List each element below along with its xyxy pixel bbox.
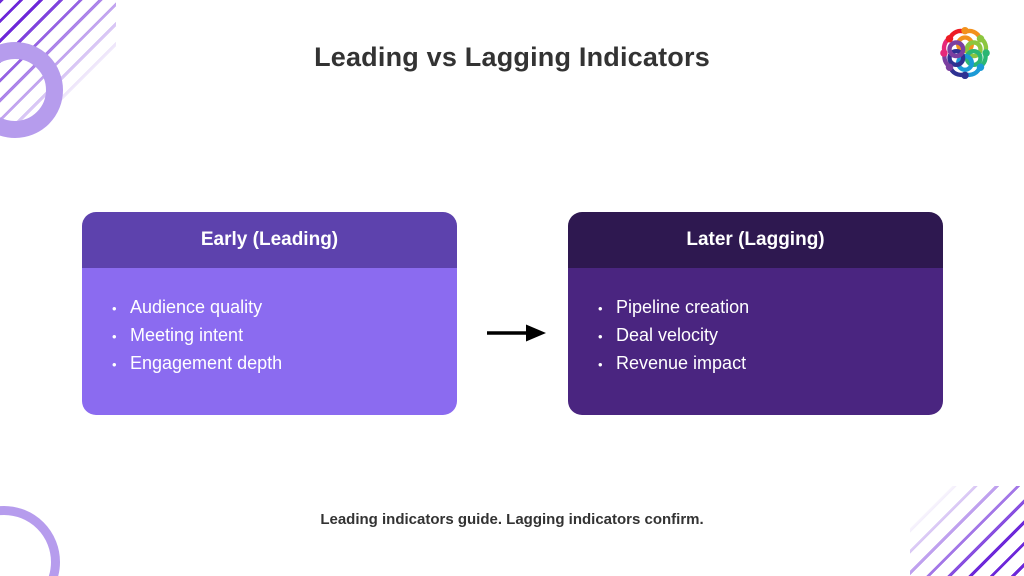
list-item: • Meeting intent: [112, 322, 457, 350]
card-lagging-body: • Pipeline creation • Deal velocity • Re…: [568, 268, 943, 415]
decorative-stripes-bottom-right: [910, 486, 1024, 576]
card-leading-body: • Audience quality • Meeting intent • En…: [82, 268, 457, 415]
card-leading-bullet-list: • Audience quality • Meeting intent • En…: [112, 294, 457, 378]
bullet-dot-icon: •: [598, 301, 603, 316]
card-lagging-header: Later (Lagging): [568, 212, 943, 268]
card-lagging-bullet-list: • Pipeline creation • Deal velocity • Re…: [598, 294, 943, 378]
bullet-dot-icon: •: [112, 357, 117, 372]
list-item: • Deal velocity: [598, 322, 943, 350]
page-title: Leading vs Lagging Indicators: [314, 42, 710, 72]
bullet-dot-icon: •: [112, 301, 117, 316]
list-item-label: Audience quality: [130, 297, 263, 317]
list-item-label: Engagement depth: [130, 353, 283, 373]
list-item: • Revenue impact: [598, 350, 943, 378]
card-lagging: Later (Lagging) • Pipeline creation • De…: [568, 212, 943, 415]
list-item-label: Meeting intent: [130, 325, 244, 345]
list-item: • Engagement depth: [112, 350, 457, 378]
network-people-circle-logo-icon: [934, 22, 996, 84]
list-item: • Pipeline creation: [598, 294, 943, 322]
list-item: • Audience quality: [112, 294, 457, 322]
slide-caption: Leading indicators guide. Lagging indica…: [320, 511, 704, 528]
bullet-dot-icon: •: [598, 329, 603, 344]
right-arrow-icon: [486, 322, 548, 344]
card-leading: Early (Leading) • Audience quality • Mee…: [82, 212, 457, 415]
list-item-label: Pipeline creation: [616, 297, 750, 317]
bullet-dot-icon: •: [112, 329, 117, 344]
card-leading-header: Early (Leading): [82, 212, 457, 268]
bullet-dot-icon: •: [598, 357, 603, 372]
list-item-label: Revenue impact: [616, 353, 747, 373]
list-item-label: Deal velocity: [616, 325, 719, 345]
